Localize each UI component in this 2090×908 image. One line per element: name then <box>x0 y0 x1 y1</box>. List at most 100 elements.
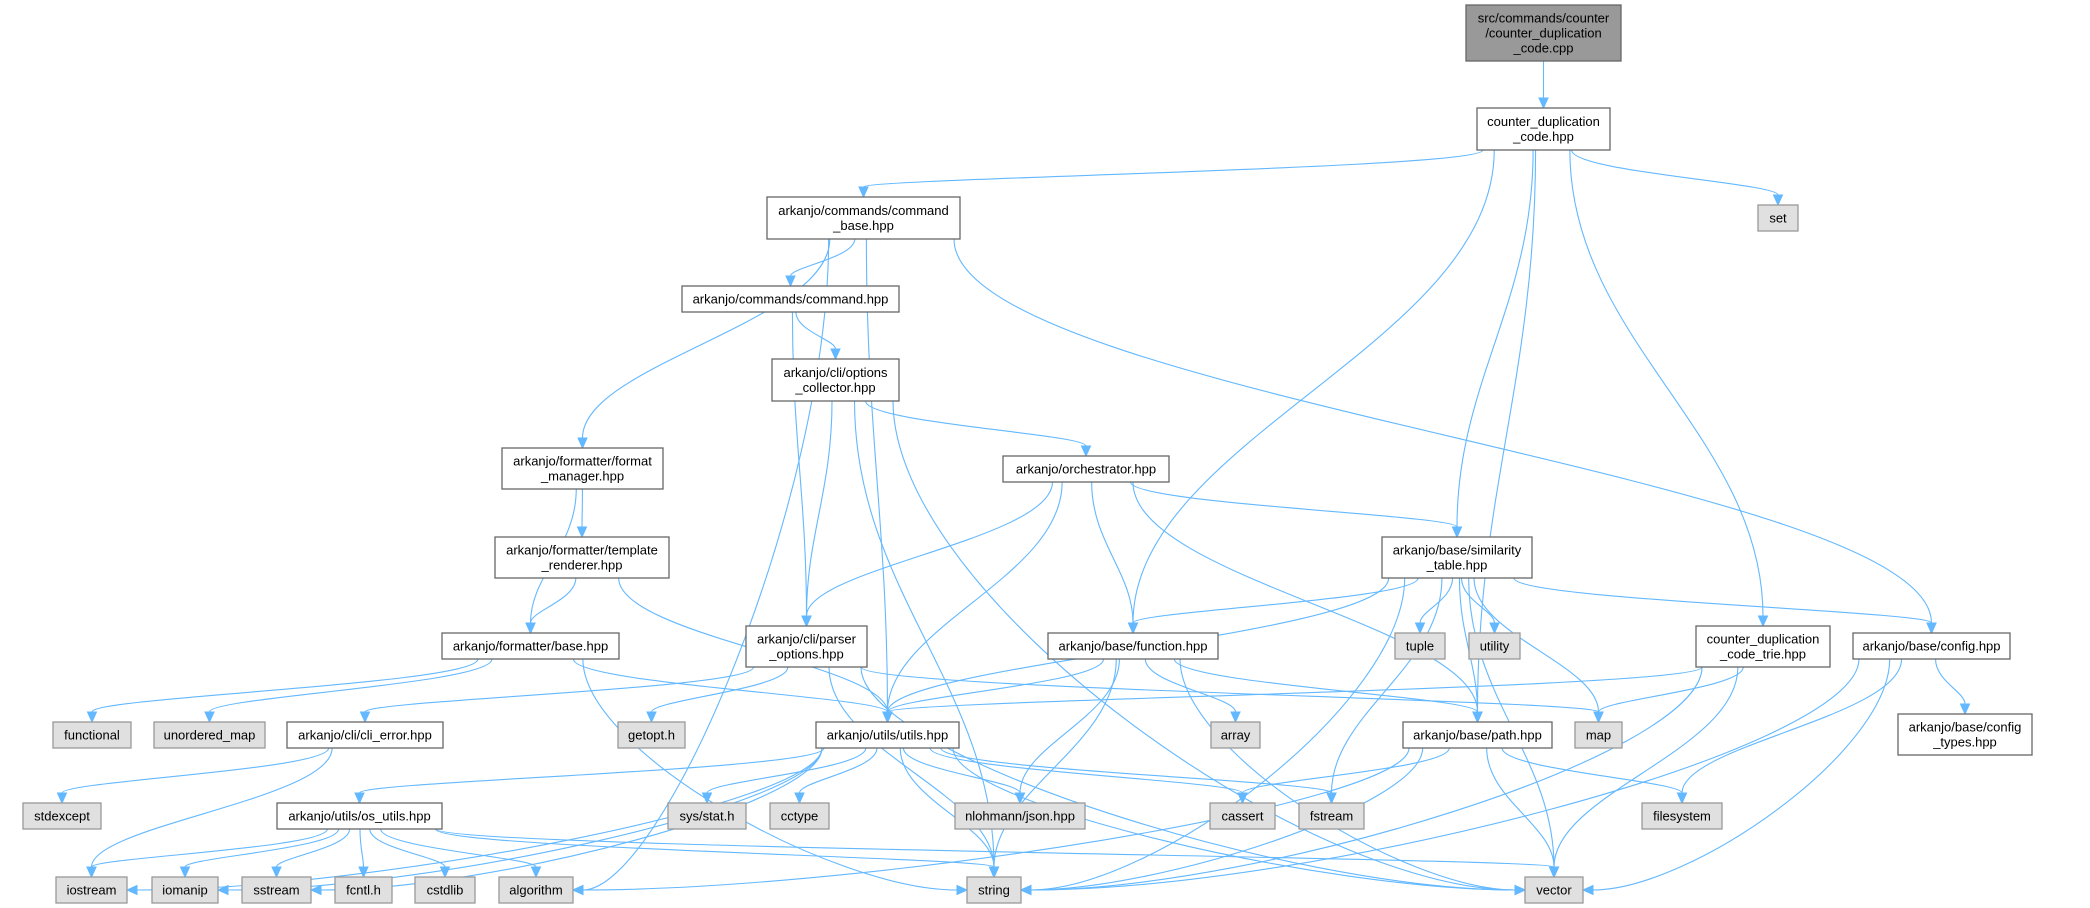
nodes-layer: src/commands/counter/counter_duplication… <box>22 4 2033 904</box>
node-box <box>681 285 900 313</box>
node-label: arkanjo/utils/utils.hpp <box>827 728 948 743</box>
node-label: cctype <box>781 809 819 824</box>
node-root[interactable]: src/commands/counter/counter_duplication… <box>1465 4 1622 62</box>
node-command-base[interactable]: arkanjo/commands/command_base.hpp <box>766 196 961 240</box>
arrowhead-icon <box>1959 703 1971 716</box>
arrowhead-icon <box>204 711 215 724</box>
node-cdc-trie[interactable]: counter_duplication_code_trie.hpp <box>1695 625 1831 668</box>
edge-cdc_trie-to-string <box>1030 666 1703 891</box>
edge-utils-to-fstream <box>940 747 1333 794</box>
node-map: map <box>1574 721 1623 749</box>
edge-cdc_trie-to-map <box>1597 666 1744 713</box>
node-label: arkanjo/cli/parser <box>757 632 857 647</box>
node-sstream: sstream <box>241 876 312 904</box>
node-box <box>52 721 132 749</box>
arrowhead-icon <box>358 866 369 879</box>
edge-utils-to-sstream <box>320 747 823 891</box>
node-cdc-hpp[interactable]: counter_duplication_code.hpp <box>1476 107 1611 151</box>
node-similarity-table[interactable]: arkanjo/base/similarity_table.hpp <box>1381 536 1533 579</box>
edge-function-to-nlohmann_json <box>1019 658 1120 794</box>
edge-cdc_hpp-to-path <box>1476 149 1537 713</box>
node-fstream: fstream <box>1298 802 1365 830</box>
arrowhead-icon <box>794 792 805 805</box>
edge-path-to-algorithm <box>582 747 1410 891</box>
node-box <box>1574 721 1623 749</box>
node-string: string <box>966 876 1022 904</box>
node-cli-error[interactable]: arkanjo/cli/cli_error.hpp <box>286 721 444 749</box>
edge-path-to-vector <box>1486 747 1555 868</box>
edge-function-to-path <box>1173 658 1479 713</box>
node-options-collector[interactable]: arkanjo/cli/options_collector.hpp <box>771 358 900 402</box>
node-template-renderer[interactable]: arkanjo/formatter/template_renderer.hpp <box>494 536 670 579</box>
node-orchestrator[interactable]: arkanjo/orchestrator.hpp <box>1002 455 1170 483</box>
edge-cdc_trie-to-vector <box>1553 666 1739 868</box>
edge-parser_options-to-string <box>828 666 995 868</box>
node-label: set <box>1769 211 1787 226</box>
edge-function-to-array <box>1144 658 1237 713</box>
arrowhead-icon <box>1926 622 1937 635</box>
node-path[interactable]: arkanjo/base/path.hpp <box>1402 721 1553 749</box>
arrowhead-icon <box>1514 884 1527 896</box>
edge-config-to-string <box>1030 658 1860 891</box>
arrowhead-icon <box>1489 622 1500 635</box>
node-box <box>414 876 476 904</box>
node-box <box>1394 632 1446 660</box>
edge-os_utils-to-iomanip <box>184 828 340 868</box>
arrowhead-icon <box>1581 884 1594 896</box>
arrowhead-icon <box>525 622 536 635</box>
arrowhead-icon <box>1230 711 1241 724</box>
edge-command_base-to-algorithm <box>582 238 830 891</box>
arrowhead-icon <box>1548 866 1560 879</box>
node-box <box>1897 713 2033 756</box>
node-label: _collector.hpp <box>794 380 875 395</box>
node-utils[interactable]: arkanjo/utils/utils.hpp <box>815 721 960 749</box>
node-box <box>501 447 664 490</box>
arrowhead-icon <box>56 792 68 805</box>
arrowhead-icon <box>530 866 542 879</box>
edge-os_utils-to-iostream <box>90 828 328 868</box>
node-parser-options[interactable]: arkanjo/cli/parser_options.hpp <box>745 625 868 668</box>
node-os-utils[interactable]: arkanjo/utils/os_utils.hpp <box>276 802 443 830</box>
edge-cli_error-to-iostream <box>90 747 333 868</box>
arrowhead-icon <box>1757 615 1769 628</box>
node-box <box>276 802 443 830</box>
arrowhead-icon <box>271 866 282 879</box>
node-label: counter_duplication <box>1707 632 1820 647</box>
node-label: _code.hpp <box>1512 129 1574 144</box>
edge-cdc_hpp-to-cdc_trie <box>1569 149 1764 617</box>
node-cstdlib: cstdlib <box>414 876 476 904</box>
node-function[interactable]: arkanjo/base/function.hpp <box>1047 632 1219 660</box>
arrowhead-icon <box>1451 526 1463 539</box>
node-cctype: cctype <box>769 802 830 830</box>
node-format-manager[interactable]: arkanjo/formatter/format_manager.hpp <box>501 447 664 490</box>
node-label: string <box>978 883 1010 898</box>
node-formatter-base[interactable]: arkanjo/formatter/base.hpp <box>441 632 620 660</box>
arrowhead-icon <box>1472 711 1483 724</box>
node-label: arkanjo/base/path.hpp <box>1413 728 1542 743</box>
arrowhead-icon <box>309 884 322 896</box>
node-box <box>1524 876 1584 904</box>
node-command[interactable]: arkanjo/commands/command.hpp <box>681 285 900 313</box>
edge-path-to-cassert <box>1241 747 1450 794</box>
arrowhead-icon <box>1676 792 1688 805</box>
edge-orchestrator-to-parser_options <box>805 481 1054 617</box>
node-stdexcept: stdexcept <box>22 802 102 830</box>
node-box <box>769 802 830 830</box>
edge-orchestrator-to-function <box>1091 481 1134 624</box>
arrowhead-icon <box>439 866 451 879</box>
node-utility: utility <box>1468 632 1521 660</box>
node-config[interactable]: arkanjo/base/config.hpp <box>1852 632 2011 660</box>
node-box <box>1757 204 1799 232</box>
edge-utils-to-os_utils <box>358 747 825 794</box>
edge-similarity_table-to-function <box>1132 577 1419 624</box>
node-label: _options.hpp <box>768 647 843 662</box>
arrowhead-icon <box>858 186 869 199</box>
node-label: map <box>1586 728 1611 743</box>
node-tuple: tuple <box>1394 632 1446 660</box>
edge-utils-to-nlohmann_json <box>902 747 1021 794</box>
node-config-types[interactable]: arkanjo/base/config_types.hpp <box>1897 713 2033 756</box>
edge-utils-to-string <box>899 747 995 868</box>
edge-cdc_hpp-to-command_base <box>862 149 1484 188</box>
node-label: iomanip <box>162 883 208 898</box>
edge-os_utils-to-algorithm <box>380 828 537 868</box>
